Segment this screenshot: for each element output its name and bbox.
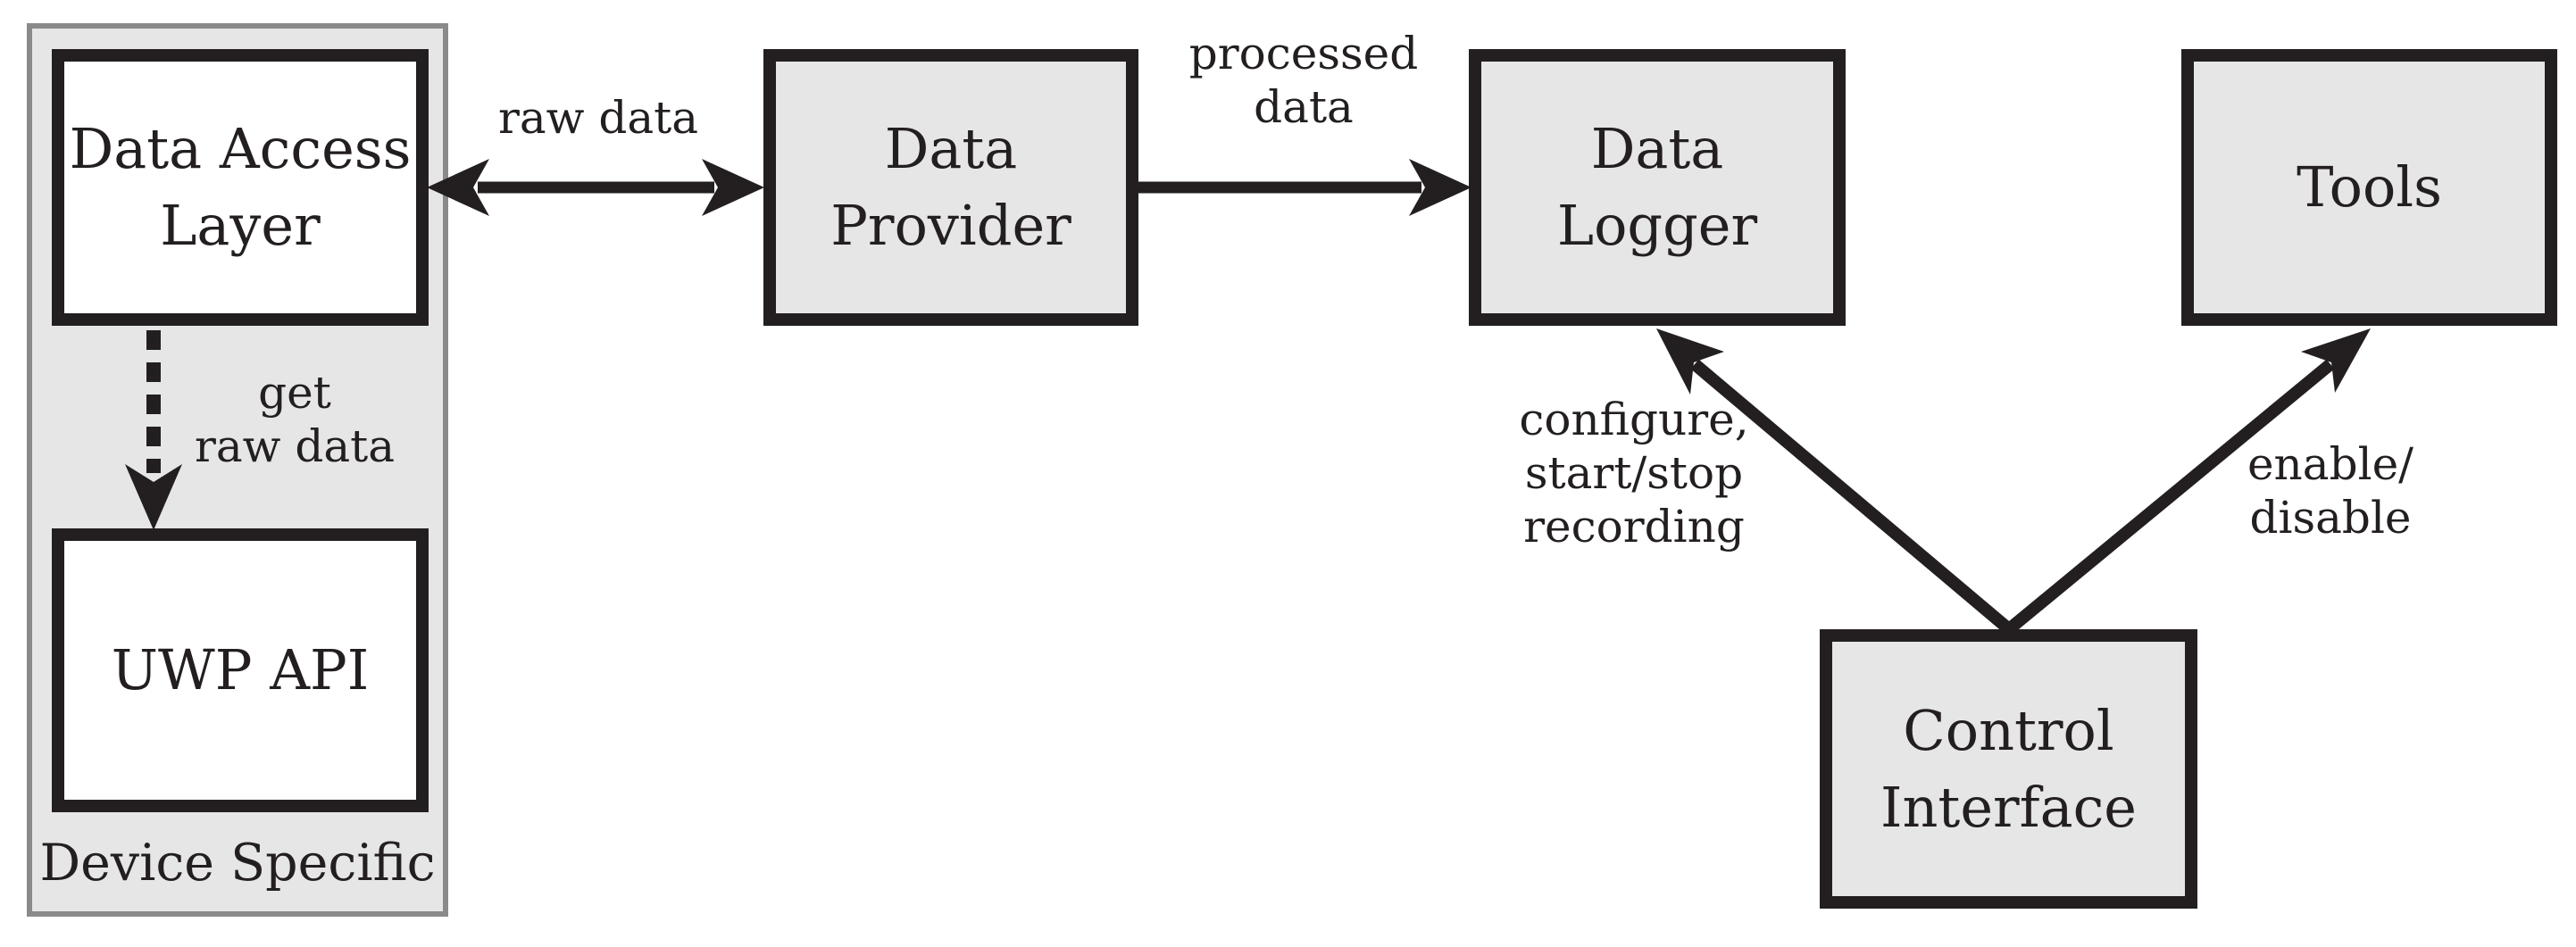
raw-data-arrow	[427, 159, 764, 216]
configure-arrow	[1656, 328, 2013, 635]
configure-recording-label: configure, start/stop recording	[1519, 394, 1749, 552]
control-interface-box: Control Interface	[1820, 629, 2197, 909]
data-access-layer-label: Data Access Layer	[69, 116, 412, 258]
data-provider-box: Data Provider	[763, 49, 1138, 326]
data-access-layer-box: Data Access Layer	[52, 49, 429, 326]
get-raw-data-label: get raw data	[194, 367, 396, 472]
processed-data-label: processed data	[1188, 28, 1419, 133]
enable-disable-arrow	[2005, 328, 2371, 635]
uwp-api-box: UWP API	[52, 528, 429, 812]
processed-data-arrow	[1138, 159, 1471, 216]
control-interface-label: Control Interface	[1880, 697, 2137, 840]
data-logger-label: Data Logger	[1556, 116, 1758, 258]
data-logger-box: Data Logger	[1469, 49, 1846, 326]
enable-disable-label: enable/ disable	[2247, 438, 2414, 544]
uwp-api-label: UWP API	[111, 637, 370, 702]
get-raw-data-arrow	[125, 330, 182, 530]
raw-data-label: raw data	[497, 92, 699, 144]
data-provider-label: Data Provider	[830, 116, 1071, 258]
tools-label: Tools	[2297, 154, 2442, 220]
tools-box: Tools	[2181, 49, 2557, 326]
device-specific-label: Device Specific	[39, 834, 436, 893]
